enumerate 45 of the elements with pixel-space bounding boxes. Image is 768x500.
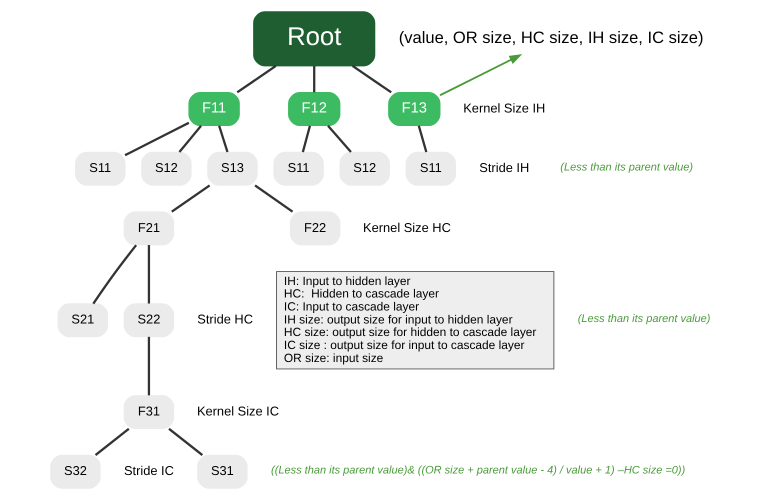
- connector: [94, 428, 130, 456]
- node-box: S13: [207, 152, 258, 186]
- connector: [171, 184, 210, 213]
- node-box: F11: [188, 92, 240, 126]
- connector: [254, 184, 294, 213]
- connector: [236, 65, 276, 94]
- node-box: S21: [58, 303, 108, 338]
- label: (Less than its parent value): [578, 313, 710, 326]
- arrow: [440, 54, 522, 96]
- connector: [418, 125, 428, 152]
- node-box: F22: [290, 211, 340, 246]
- node-box: S11: [406, 152, 456, 186]
- connector: [124, 122, 190, 156]
- connector: [148, 336, 150, 396]
- label: ((Less than its parent value)& ((OR size + parent value - 4) / value + 1) –HC size =0)): [271, 464, 686, 477]
- node-label: Kernel Size IH: [463, 100, 546, 116]
- node-box: F12: [288, 92, 340, 126]
- node-box: F31: [124, 395, 174, 430]
- connector: [168, 428, 204, 456]
- node-box: S31: [197, 454, 248, 489]
- node-box: S12: [339, 152, 390, 186]
- connector: [218, 125, 229, 152]
- connector: [178, 125, 202, 153]
- node-box: Root: [253, 11, 376, 66]
- connector: [148, 245, 150, 304]
- node-box: S12: [141, 152, 192, 186]
- node-label: Kernel Size IC: [196, 403, 280, 418]
- node-label: Stride HC: [197, 312, 253, 327]
- node-box: F21: [124, 211, 174, 246]
- connector: [327, 125, 352, 153]
- node-box: S11: [273, 152, 324, 186]
- connector: [302, 125, 312, 152]
- connector: [92, 244, 138, 304]
- node-text: (value, OR size, HC size, IH size, IC size): [398, 28, 704, 47]
- node-box: S32: [50, 454, 101, 489]
- connector: [313, 66, 316, 92]
- node-label: Stride IC: [124, 463, 174, 478]
- node-box: S11: [75, 152, 126, 186]
- connector: [352, 65, 392, 94]
- label: (Less than its parent value): [560, 162, 693, 174]
- node-box: F13: [388, 92, 440, 126]
- node-box: S22: [124, 303, 174, 338]
- node-label: Kernel Size HC: [363, 220, 451, 235]
- node-box: IH: Input to hidden layer HC: Hidden to cascade layer IC: Input to cascade layer IH size: output size for input to hidden layer HC size: output size for hidden to cascade layer IC size : output size for input to cascade layer OR size: input size: [276, 271, 554, 370]
- node-label: Stride IH: [479, 160, 530, 176]
